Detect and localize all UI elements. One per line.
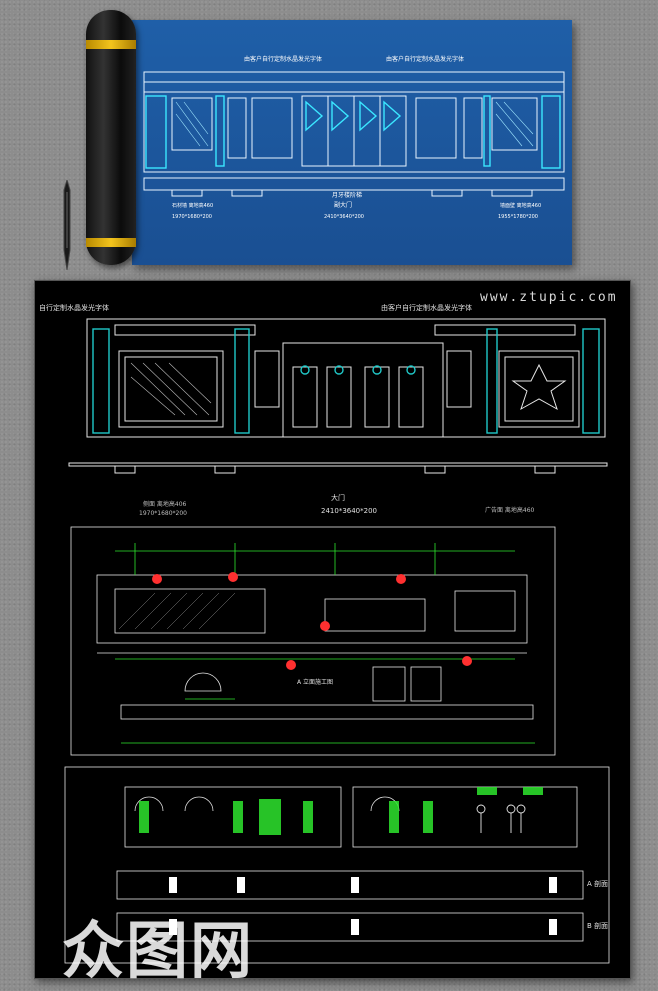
cad-section-frame bbox=[70, 526, 556, 756]
cad-bottom-frame bbox=[64, 766, 610, 964]
cad-view-a: A 剖面 bbox=[587, 880, 609, 888]
blueprint-center-dim: 2410*3640*200 bbox=[324, 214, 364, 220]
blueprint-main-label: 副大门 bbox=[334, 202, 353, 209]
cad-section-body bbox=[96, 574, 528, 644]
blueprint-note-left: 由客户自行定制水晶发光字体 bbox=[244, 56, 323, 63]
blueprint-left-dim: 1970*1680*200 bbox=[172, 214, 212, 220]
blueprint-left-panel bbox=[171, 97, 213, 151]
pen-icon bbox=[60, 178, 74, 271]
cad-right-label: 广告面 离地高460 bbox=[485, 507, 535, 514]
cad-bottom-elevation-left bbox=[124, 786, 342, 848]
cad-left-dim: 1970*1680*200 bbox=[139, 510, 187, 517]
blueprint-right-panel bbox=[491, 97, 538, 151]
roll-band-bottom bbox=[86, 238, 136, 247]
blueprint-sheet: 由客户自行定制水晶发光字体 由客户自行定制水晶发光字体 月牙楼阶梯 副大门 石材… bbox=[132, 20, 572, 265]
cad-drawing bbox=[64, 318, 610, 964]
blueprint-roll bbox=[86, 10, 136, 265]
cad-right-panel bbox=[498, 350, 580, 428]
cad-elevation-frame bbox=[86, 318, 606, 438]
cad-main-door bbox=[282, 342, 444, 438]
cad-bottom-elevation-right bbox=[352, 786, 578, 848]
cad-drawing-sheet: 自行定制水晶发光字体 由客户自行定制水晶发光字体 大门 侧面 离地高406 19… bbox=[34, 280, 631, 979]
cad-center-dim: 2410*3640*200 bbox=[321, 507, 377, 515]
cad-section-a bbox=[116, 870, 584, 900]
cad-view-b: B 剖面 bbox=[587, 922, 609, 930]
cad-star-ornament bbox=[511, 363, 567, 411]
cad-left-panel bbox=[118, 350, 224, 428]
cad-note-left: 自行定制水晶发光字体 bbox=[39, 304, 109, 312]
blueprint-door-caption: 月牙楼阶梯 bbox=[332, 192, 363, 199]
blueprint-note-right: 由客户自行定制水晶发光字体 bbox=[386, 56, 465, 63]
cad-note-right: 由客户自行定制水晶发光字体 bbox=[381, 304, 472, 312]
blueprint-drawing bbox=[143, 71, 565, 197]
cad-door-caption: 大门 bbox=[331, 494, 345, 502]
blueprint-right-material: 墙面壁 离地高460 bbox=[500, 203, 542, 209]
blueprint-elevation-frame bbox=[143, 71, 565, 173]
blueprint-left-material: 石材墙 离地高460 bbox=[172, 203, 214, 209]
watermark-logo: 众图网 bbox=[62, 914, 255, 987]
cad-left-label: 侧面 离地高406 bbox=[143, 501, 187, 508]
cad-figures bbox=[476, 804, 526, 833]
cad-section-b bbox=[116, 912, 584, 942]
cad-section-caption: A 立面施工图 bbox=[297, 679, 334, 686]
blueprint-right-dim: 1955*1780*200 bbox=[498, 214, 538, 220]
roll-band-top bbox=[86, 40, 136, 49]
watermark-url: www.ztupic.com bbox=[480, 290, 618, 305]
